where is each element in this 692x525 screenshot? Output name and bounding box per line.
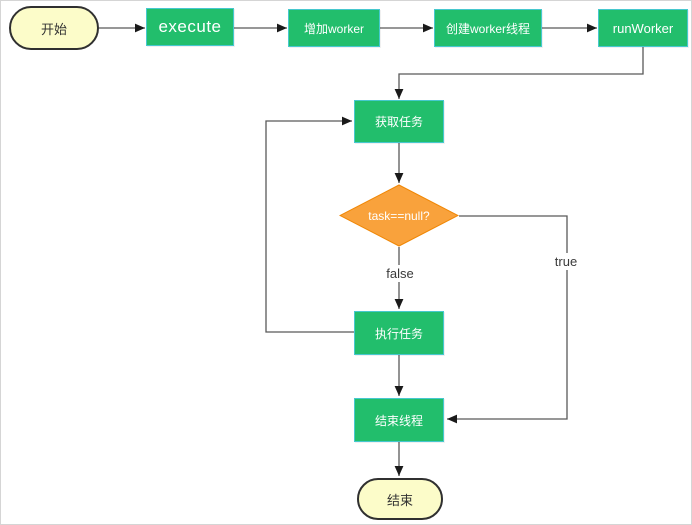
edge-runworker-gettask: [394, 47, 644, 99]
node-task-null-check-label: task==null?: [368, 208, 430, 223]
decision-diamond-shape: [339, 184, 459, 247]
node-end-thread: 结束线程: [354, 398, 444, 442]
node-get-task: 获取任务: [354, 100, 444, 143]
node-get-task-label: 获取任务: [374, 115, 423, 129]
node-execute-task-label: 执行任务: [374, 326, 423, 341]
node-execute-label: execute: [158, 17, 222, 36]
node-execute: execute: [146, 8, 234, 46]
edge-decision-endthread-true: [447, 215, 568, 424]
node-create-worker-thread-label: 创建worker线程: [445, 21, 530, 36]
edge-label-false: false: [376, 265, 424, 282]
node-create-worker-thread: 创建worker线程: [434, 9, 542, 47]
node-start: 开始: [9, 6, 99, 50]
edge-executetask-gettask-loop: [265, 116, 354, 333]
node-add-worker: 增加worker: [288, 9, 380, 47]
node-run-worker-label: runWorker: [612, 20, 674, 36]
node-run-worker: runWorker: [598, 9, 688, 47]
edge-label-true: true: [543, 253, 589, 270]
node-execute-task: 执行任务: [354, 311, 444, 355]
node-end: 结束: [357, 478, 443, 520]
node-start-label: 开始: [40, 21, 67, 37]
node-add-worker-label: 增加worker: [303, 21, 364, 36]
node-task-null-check: task==null?: [339, 184, 459, 247]
node-end-label: 结束: [386, 492, 413, 508]
node-end-thread-label: 结束线程: [374, 413, 423, 428]
